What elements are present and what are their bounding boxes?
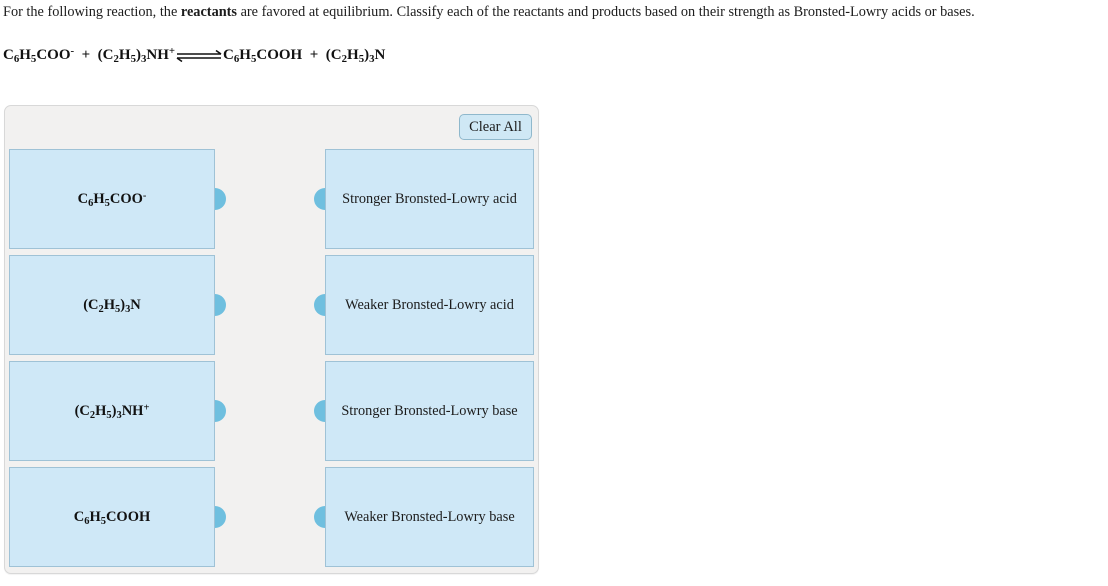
connector-nub-icon[interactable] (314, 188, 325, 210)
equation-plus-2: + (305, 47, 323, 63)
tile-label: C6H5COOH (73, 509, 151, 527)
draggable-tile-species-1[interactable]: C6H5COO- (9, 149, 226, 249)
drop-target-category-2[interactable]: Weaker Bronsted-Lowry acid (314, 255, 534, 355)
tile-label: Stronger Bronsted-Lowry acid (342, 190, 517, 207)
connector-nub-icon[interactable] (215, 188, 226, 210)
prompt-text-part-1: For the following reaction, the (3, 4, 181, 20)
equation-plus-1: + (77, 47, 94, 63)
connector-nub-icon[interactable] (215, 294, 226, 316)
prompt-bold-word: reactants (180, 4, 237, 20)
connector-nub-icon[interactable] (314, 294, 325, 316)
connector-nub-icon[interactable] (215, 400, 226, 422)
left-column-species: C6H5COO- (C2H5)3N (C2H5)3NH+ C6H5COOH (9, 149, 226, 573)
draggable-tile-species-4[interactable]: C6H5COOH (9, 467, 226, 567)
tile-label: C6H5COO- (77, 190, 147, 209)
draggable-tile-species-2[interactable]: (C2H5)3N (9, 255, 226, 355)
equation-product-1: C6H5COOH (223, 47, 303, 66)
drop-target-category-4[interactable]: Weaker Bronsted-Lowry base (314, 467, 534, 567)
connector-nub-icon[interactable] (314, 400, 325, 422)
equilibrium-arrow-icon (176, 49, 222, 63)
connector-nub-icon[interactable] (314, 506, 325, 528)
right-column-categories: Stronger Bronsted-Lowry acid Weaker Bron… (314, 149, 534, 573)
chemical-equation: C6H5COO- + (C2H5)3NH+ C6H5COOH + (C2H5)3N (3, 45, 385, 65)
draggable-tile-species-3[interactable]: (C2H5)3NH+ (9, 361, 226, 461)
question-prompt: For the following reaction, the reactant… (3, 4, 1103, 21)
connector-nub-icon[interactable] (215, 506, 226, 528)
prompt-text-part-2: are favored at equilibrium. Classify eac… (237, 4, 975, 20)
equation-product-2: (C2H5)3N (325, 47, 386, 66)
tile-label: (C2H5)3NH+ (74, 402, 150, 421)
tile-label: Weaker Bronsted-Lowry acid (345, 296, 514, 313)
tile-label: Weaker Bronsted-Lowry base (344, 508, 515, 525)
drop-target-category-1[interactable]: Stronger Bronsted-Lowry acid (314, 149, 534, 249)
tile-label: Stronger Bronsted-Lowry base (341, 402, 518, 419)
matching-activity-panel: Clear All C6H5COO- (C2H5)3N (C2H5)3NH+ C… (4, 105, 539, 574)
equation-reactant-1: C6H5COO- (3, 45, 75, 66)
clear-all-button[interactable]: Clear All (459, 114, 532, 140)
tile-label: (C2H5)3N (83, 297, 141, 315)
drop-target-category-3[interactable]: Stronger Bronsted-Lowry base (314, 361, 534, 461)
equation-reactant-2: (C2H5)3NH+ (97, 45, 176, 66)
